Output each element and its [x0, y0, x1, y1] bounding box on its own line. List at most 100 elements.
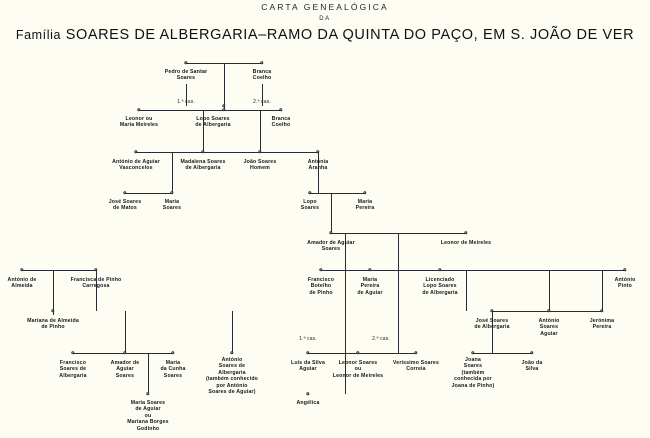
marriage-order-label: 1.ª cas. [177, 99, 195, 105]
connector-node-dot [134, 150, 138, 154]
person-lopo-soares-de-albergaria: Lopo Soares de Albergaria [195, 116, 231, 129]
connector-vline [96, 270, 97, 311]
connector-node-dot [600, 309, 604, 313]
connector-node-dot [306, 392, 310, 396]
marriage-order-label: 1.ª cas. [299, 336, 317, 342]
person-antonio-de-aguiar-vasconcelos: António de Aguiar Vasconcelos [112, 159, 160, 172]
connector-vline [331, 193, 332, 233]
marriage-order-label: 2.ª cas. [372, 336, 390, 342]
connector-vline [345, 353, 346, 394]
chart-title-family: Família SOARES DE ALBERGARIA–RAMO DA QUI… [0, 27, 650, 43]
connector-node-dot [623, 268, 627, 272]
connector-node-dot [319, 268, 323, 272]
connector-node-dot [308, 191, 312, 195]
connector-vline [345, 233, 346, 270]
connector-node-dot [490, 309, 494, 313]
person-antonio-pinto: António Pinto [614, 277, 636, 290]
connector-node-dot [170, 191, 174, 195]
connector-node-dot [414, 351, 418, 355]
person-jeronima-pereira: Jerónima Pereira [589, 318, 615, 331]
person-branca-coelho-1: Branca Coelho [252, 69, 272, 82]
person-verissimo-soares-correia: Veríssimo Soares Correia [392, 360, 440, 373]
connector-node-dot [368, 268, 372, 272]
connector-hline [321, 270, 625, 271]
connector-node-dot [356, 351, 360, 355]
person-luis-da-silva-aguiar: Luís da Silva Aguiar [290, 360, 326, 373]
connector-node-dot [279, 108, 283, 112]
chart-title-family-name: SOARES DE ALBERGARIA–RAMO DA QUINTA DO P… [65, 27, 635, 43]
connector-vline [203, 110, 204, 152]
person-francisca-de-pinho-carregosa: Francisca de Pinho Carregosa [70, 277, 122, 290]
connector-vline [262, 84, 263, 106]
connector-node-dot [258, 150, 262, 154]
connector-node-dot [530, 351, 534, 355]
person-licenciado-lopo-soares-de-albergaria: Licenciado Lopo Soares de Albergaria [422, 277, 458, 296]
person-antonio-soares-de-albergaria: António Soares de Albergaria (também con… [205, 357, 259, 396]
person-branca-coelho-2: Branca Coelho [271, 116, 291, 129]
connector-node-dot [471, 351, 475, 355]
person-amador-de-aguiar-soares-2: Amador de Aguiar Soares [110, 360, 140, 379]
connector-vline [125, 311, 126, 353]
connector-node-dot [137, 108, 141, 112]
connector-node-dot [260, 61, 264, 65]
connector-vline [53, 270, 54, 311]
connector-node-dot [547, 309, 551, 313]
connector-node-dot [51, 309, 55, 313]
connector-node-dot [123, 191, 127, 195]
connector-node-dot [123, 351, 127, 355]
connector-node-dot [71, 351, 75, 355]
connector-node-dot [222, 108, 226, 112]
connector-node-dot [316, 150, 320, 154]
chart-title-main: CARTA GENEALÓGICA [261, 2, 389, 12]
connector-vline [318, 152, 319, 193]
person-mariana-de-almeida-de-pinho: Mariana de Almeida de Pinho [27, 318, 79, 331]
chart-title-family-lead: Família [15, 28, 62, 42]
connector-vline [148, 353, 149, 394]
connector-vline [398, 270, 399, 353]
person-jose-soares-de-albergaria: José Soares de Albergaria [474, 318, 510, 331]
person-antonio-de-almeida: António de Almeida [7, 277, 37, 290]
person-francisco-soares-de-albergaria: Francisco Soares de Albergaria [59, 360, 87, 379]
person-angelica: Angélica [296, 400, 320, 406]
connector-node-dot [171, 351, 175, 355]
connector-vline [602, 270, 603, 311]
connector-node-dot [306, 351, 310, 355]
connector-hline [308, 353, 416, 354]
connector-node-dot [363, 191, 367, 195]
connector-hline [473, 353, 532, 354]
connector-hline [310, 193, 365, 194]
connector-hline [492, 311, 602, 312]
person-antonio-soares-aguiar: António Soares Aguiar [538, 318, 560, 337]
connector-vline [549, 270, 550, 311]
connector-node-dot [184, 61, 188, 65]
connector-hline [125, 193, 172, 194]
connector-vline [172, 152, 173, 193]
connector-node-dot [230, 351, 234, 355]
connector-vline [466, 270, 467, 311]
person-joao-soares-homem: João Soares Homem [243, 159, 277, 172]
connector-node-dot [329, 231, 333, 235]
person-joao-da-silva: João da Silva [521, 360, 543, 373]
connector-node-dot [438, 268, 442, 272]
connector-vline [492, 311, 493, 353]
connector-vline [345, 270, 346, 353]
person-leonor-ou-maria-meireles: Leonor ou Maria Meireles [119, 116, 159, 129]
connector-vline [186, 84, 187, 106]
connector-node-dot [94, 268, 98, 272]
person-francisco-botelho-de-pinho: Francisco Botelho de Pinho [307, 277, 335, 296]
person-maria-soares-de-aguiar: Maria Soares de Aguiar ou Mariana Borges… [127, 400, 169, 432]
connector-vline [398, 233, 399, 270]
person-leonor-de-meireles: Leonor de Meireles [440, 240, 492, 246]
person-maria-da-cunha-soares: Maria da Cunha Soares [160, 360, 186, 379]
person-jose-soares-de-matos: José Soares de Matos [108, 199, 142, 212]
connector-hline [22, 270, 96, 271]
connector-node-dot [146, 392, 150, 396]
person-maria-pereira-de-aguiar: Maria Pereira de Aguiar [357, 277, 383, 296]
connector-hline [139, 110, 281, 111]
marriage-order-label: 2.ª cas. [253, 99, 271, 105]
person-madalena-soares-de-albergaria: Madalena Soares de Albergaria [180, 159, 226, 172]
person-pedro-de-santar-soares: Pedro de Santar Soares [164, 69, 208, 82]
connector-node-dot [464, 231, 468, 235]
person-maria-soares: Maria Soares [162, 199, 182, 212]
connector-vline [232, 311, 233, 353]
